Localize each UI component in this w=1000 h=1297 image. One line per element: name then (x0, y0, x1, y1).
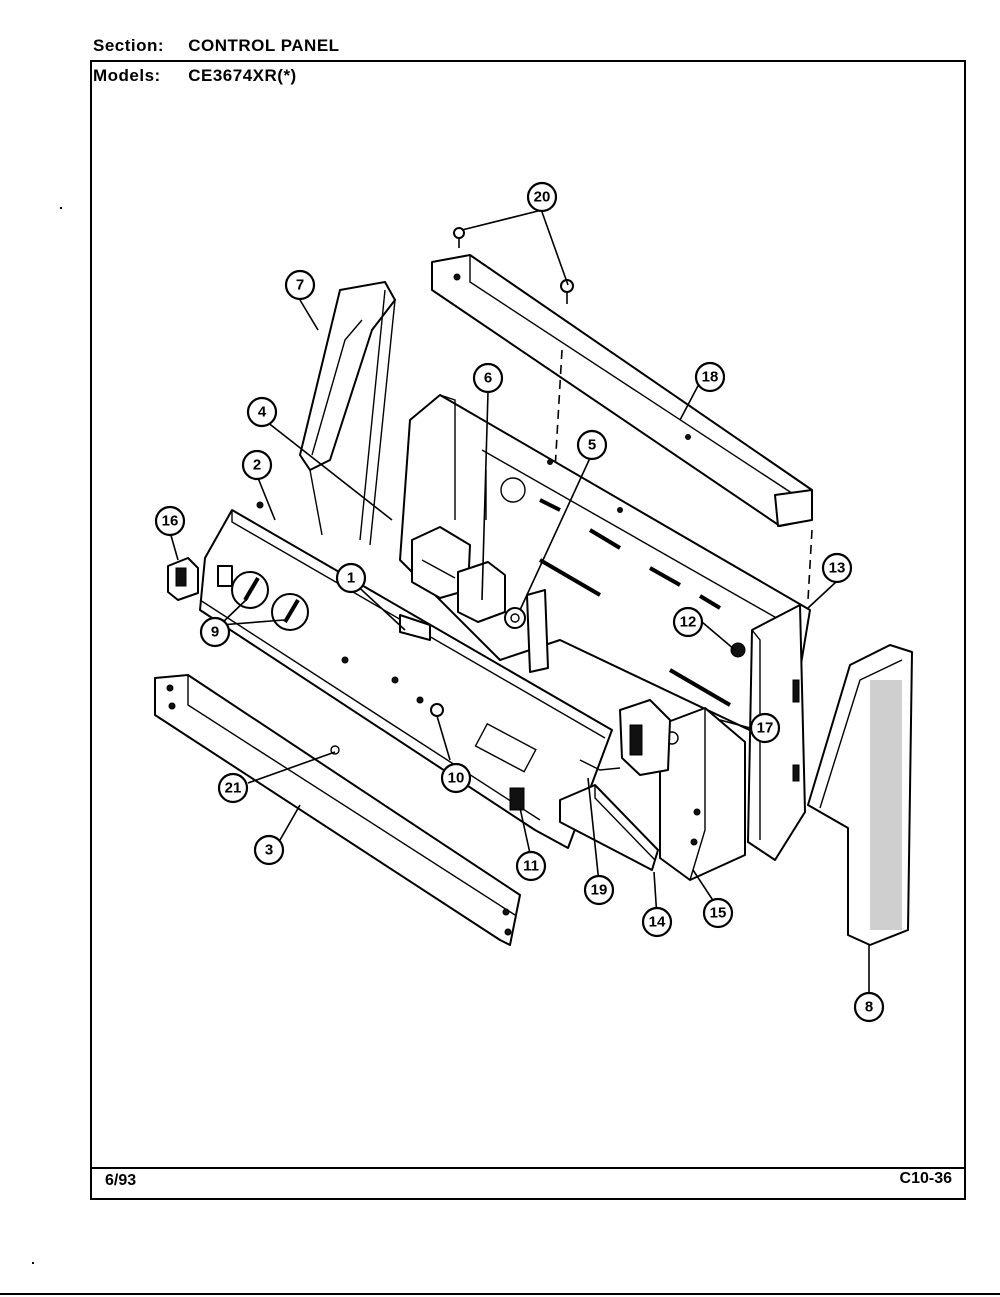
callout-label: 20 (534, 189, 551, 206)
callout-20: 20 (526, 181, 558, 213)
callout-label: 5 (588, 437, 596, 454)
callout-label: 11 (523, 858, 539, 875)
callout-17: 17 (749, 712, 781, 744)
part-7-left-end-cap (299, 281, 396, 546)
callout-label: 7 (296, 277, 304, 294)
main-back-panel (399, 394, 811, 736)
callout-label: 18 (702, 369, 719, 386)
callout-label: 3 (265, 842, 273, 859)
callout-label: 1 (347, 570, 355, 587)
callout-2: 2 (241, 449, 273, 481)
footer-date: 6/93 (105, 1172, 137, 1189)
callout-14: 14 (641, 906, 673, 938)
part-16-switch (167, 557, 199, 601)
callout-13: 13 (821, 552, 853, 584)
internal-components (341, 526, 671, 811)
models-value: CE3674XR(*) (188, 66, 297, 85)
callout-10: 10 (440, 762, 472, 794)
callout-5: 5 (576, 429, 608, 461)
part-14-bottom-strip (559, 784, 659, 871)
callout-label: 10 (448, 770, 465, 787)
models-heading: Models: CE3674XR(*) (93, 66, 297, 86)
part-20-screws (453, 227, 813, 601)
page-bottom-edge (0, 1293, 1000, 1295)
callout-label: 19 (591, 882, 608, 899)
callout-7: 7 (284, 269, 316, 301)
callout-3: 3 (253, 834, 285, 866)
part-8-right-end-cap (807, 644, 913, 946)
callout-6: 6 (472, 362, 504, 394)
callout-4: 4 (246, 396, 278, 428)
scan-speck (60, 207, 62, 209)
section-value: CONTROL PANEL (188, 36, 340, 55)
part-15-lower-bracket (659, 707, 746, 881)
callout-9: 9 (199, 616, 231, 648)
footer-page-code: C10-36 (899, 1170, 952, 1187)
callout-label: 14 (649, 914, 666, 931)
callout-label: 2 (253, 457, 261, 474)
scan-speck (32, 1262, 34, 1264)
callout-label: 4 (258, 404, 267, 421)
part-2-front-control-panel (199, 501, 613, 849)
footer-divider (90, 1167, 966, 1169)
section-label: Section: (93, 36, 165, 55)
callout-16: 16 (154, 505, 186, 537)
callout-1: 1 (335, 562, 367, 594)
callout-label: 12 (680, 614, 697, 631)
part-3-lower-trim (154, 674, 521, 946)
callout-label: 6 (484, 370, 492, 387)
callout-18: 18 (694, 361, 726, 393)
callout-label: 21 (225, 780, 242, 797)
part-18-top-rail (431, 254, 813, 527)
callout-label: 17 (757, 720, 774, 737)
section-heading: Section: CONTROL PANEL (93, 36, 340, 56)
callout-8: 8 (853, 991, 885, 1023)
callout-21: 21 (217, 772, 249, 804)
callout-label: 9 (211, 624, 219, 641)
callout-label: 16 (162, 513, 179, 530)
models-label: Models: (93, 66, 161, 85)
callout-11: 11 (515, 850, 547, 882)
callout-19: 19 (583, 874, 615, 906)
callout-label: 8 (865, 999, 873, 1016)
callout-12: 12 (672, 606, 704, 638)
diagram-frame (90, 60, 966, 1200)
callout-label: 13 (829, 560, 846, 577)
callout-15: 15 (702, 897, 734, 929)
callout-label: 15 (710, 905, 727, 922)
